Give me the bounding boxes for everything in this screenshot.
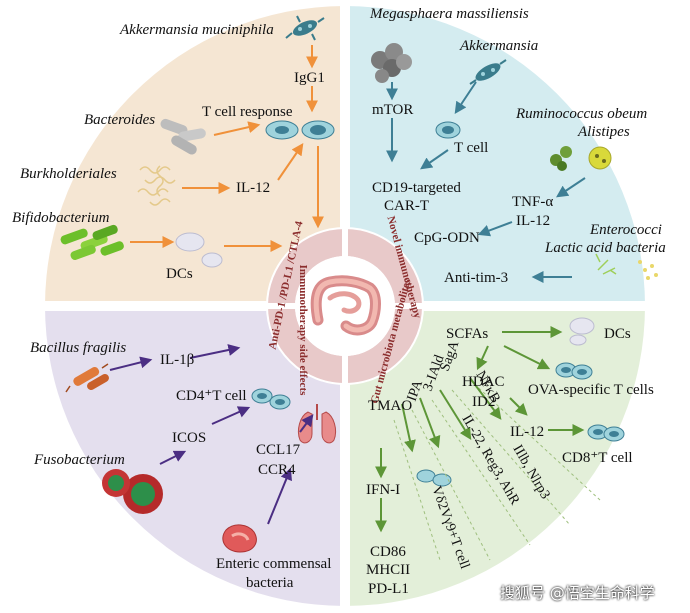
- label-alistipes: Alistipes: [578, 124, 630, 140]
- bottom-right-arrows: [375, 326, 585, 533]
- label-burkholderiales: Burkholderiales: [20, 166, 117, 182]
- dcs-icon-2: [569, 317, 595, 346]
- label-scfas: SCFAs: [446, 326, 489, 342]
- label-car-t: CAR-T: [384, 198, 429, 214]
- label-il12-right: IL-12: [516, 213, 551, 229]
- label-megasphaera: Megasphaera massiliensis: [370, 6, 529, 22]
- label-tnf-alpha: TNF-α: [512, 194, 554, 210]
- lactic-acid-bacteria-icon: [638, 260, 658, 280]
- label-ipa: IPA: [405, 377, 427, 403]
- label-cd86: CD86: [370, 544, 406, 560]
- label-bifidobacterium: Bifidobacterium: [12, 210, 110, 226]
- label-mtor: mTOR: [372, 102, 414, 118]
- label-bacteroides: Bacteroides: [84, 112, 156, 128]
- label-cd4-t-cell: CD4⁺T cell: [176, 388, 247, 404]
- cd4-t-cell-icon: [251, 388, 291, 410]
- top-right-arrows: [386, 81, 586, 283]
- watermark: 搜狐号 @悟空生命科学: [500, 584, 655, 602]
- top-left-arrows: [130, 45, 324, 252]
- label-ruminococcus: Ruminococcus obeum: [516, 106, 648, 122]
- ova-t-cells-icon: [555, 362, 593, 380]
- akkermansia-icon-2: [469, 59, 507, 85]
- label-pd-l1: PD-L1: [368, 581, 409, 597]
- label-il1b: IL-1β: [160, 352, 195, 368]
- enteric-intestine-icon: [222, 524, 257, 553]
- label-ifn-i: IFN-I: [366, 482, 401, 498]
- label-t-cell-response: T cell response: [202, 104, 293, 120]
- label-ccr4: CCR4: [258, 462, 296, 478]
- bacillus-fragilis-icon: [65, 363, 109, 393]
- top-left-diagram: [60, 15, 335, 268]
- label-ccl17: CCL17: [256, 442, 301, 458]
- dc-cells-icon: [175, 232, 223, 268]
- label-fusobacterium: Fusobacterium: [34, 452, 125, 468]
- label-enteric-bacteria: bacteria: [246, 575, 294, 591]
- label-anti-tim3: Anti-tim-3: [444, 270, 509, 286]
- label-cd19: CD19-targeted: [372, 180, 461, 196]
- dashed-dividers: [393, 379, 601, 561]
- label-lactic-acid-bacteria: Lactic acid bacteria: [545, 240, 666, 256]
- label-hdac: HDAC: [462, 374, 505, 390]
- fusobacterium-icon: [102, 469, 163, 514]
- label-cd8-t-cell: CD8⁺T cell: [562, 450, 633, 466]
- t-cell-response-icon: [265, 120, 335, 140]
- label-bacillus-fragilis: Bacillus fragilis: [30, 340, 127, 356]
- vd2-t-cell-icon: [416, 469, 452, 487]
- bottom-right-diagram: [375, 317, 625, 561]
- akkermansia-bacterium-icon: [285, 15, 325, 41]
- label-mhcii: MHCII: [366, 562, 411, 578]
- label-icos: ICOS: [172, 430, 207, 446]
- label-igg1: IgG1: [294, 70, 325, 86]
- bifidobacterium-icon: [60, 224, 124, 261]
- label-il12-br: IL-12: [510, 424, 545, 440]
- cd8-t-cell-icon: [587, 424, 625, 442]
- label-dcs-left: DCs: [166, 266, 193, 282]
- intestine-icon: [310, 275, 381, 336]
- label-dcs-right: DCs: [604, 326, 631, 342]
- center-ring: [265, 226, 425, 386]
- segment-side-effects: Immunotherapy side effects: [297, 265, 309, 396]
- alistipes-icon: [588, 146, 612, 170]
- bacteroides-icon: [160, 118, 206, 155]
- megasphaera-cluster-icon: [371, 43, 412, 83]
- label-akkermansia: Akkermansia: [460, 38, 539, 54]
- bottom-left-arrows: [109, 344, 314, 525]
- label-akkermansia-muciniphila: Akkermansia muciniphila: [120, 22, 274, 38]
- label-cpg-odn: CpG-ODN: [414, 230, 480, 246]
- enterococci-icon: [595, 253, 617, 275]
- label-il12-left: IL-12: [236, 180, 271, 196]
- label-id2: ID2: [472, 394, 496, 410]
- label-ova-t-cells: OVA-specific T cells: [528, 382, 654, 398]
- label-t-cell: T cell: [454, 140, 489, 156]
- label-tmao: TMAO: [368, 398, 413, 414]
- burkholderiales-icon: [137, 165, 176, 206]
- label-enteric-commensal: Enteric commensal: [216, 556, 332, 572]
- t-cell-icon: [435, 121, 461, 139]
- bottom-left-diagram: [65, 344, 337, 553]
- label-enterococci: Enterococci: [590, 222, 662, 238]
- ruminococcus-icon: [550, 146, 572, 171]
- top-right-diagram: [371, 43, 658, 283]
